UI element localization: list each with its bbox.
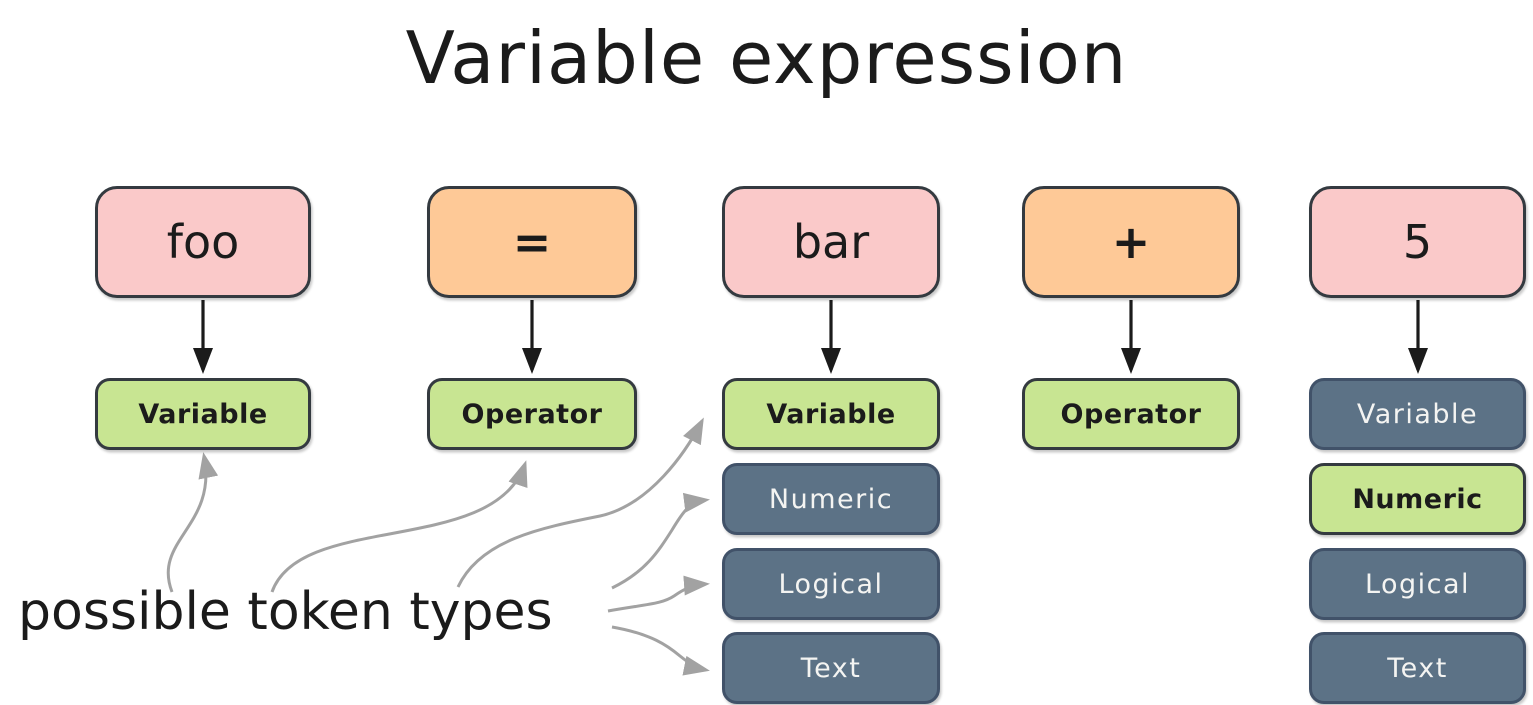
col1-type-variable-box: Variable <box>95 378 311 450</box>
token-5-box: 5 <box>1309 186 1526 298</box>
diagram-title: Variable expression <box>405 16 1128 100</box>
note-arrow-to-col1-variable <box>166 452 219 593</box>
col3-type-numeric-box: Numeric <box>722 463 940 535</box>
note-arrow-to-col3-numeric <box>611 492 710 590</box>
note-arrow-to-col2-operator <box>270 460 528 593</box>
col5-type-variable-box: Variable <box>1309 378 1526 450</box>
col3-type-logical-box: Logical <box>722 548 940 620</box>
col2-type-operator-box: Operator <box>427 378 637 450</box>
token-equals-box: = <box>427 186 637 298</box>
col4-type-operator-box: Operator <box>1022 378 1240 450</box>
col3-type-variable-box: Variable <box>722 378 940 450</box>
col5-type-text-box: Text <box>1309 632 1526 704</box>
possible-token-types-label: possible token types <box>18 582 553 642</box>
col5-type-numeric-box: Numeric <box>1309 463 1526 535</box>
token-foo-box: foo <box>95 186 311 298</box>
col5-type-logical-box: Logical <box>1309 548 1526 620</box>
note-arrow-to-col3-logical <box>607 575 710 613</box>
token-plus-box: + <box>1022 186 1240 298</box>
token-bar-box: bar <box>722 186 940 298</box>
col3-type-text-box: Text <box>722 632 940 704</box>
note-arrow-to-col3-text <box>611 625 710 676</box>
